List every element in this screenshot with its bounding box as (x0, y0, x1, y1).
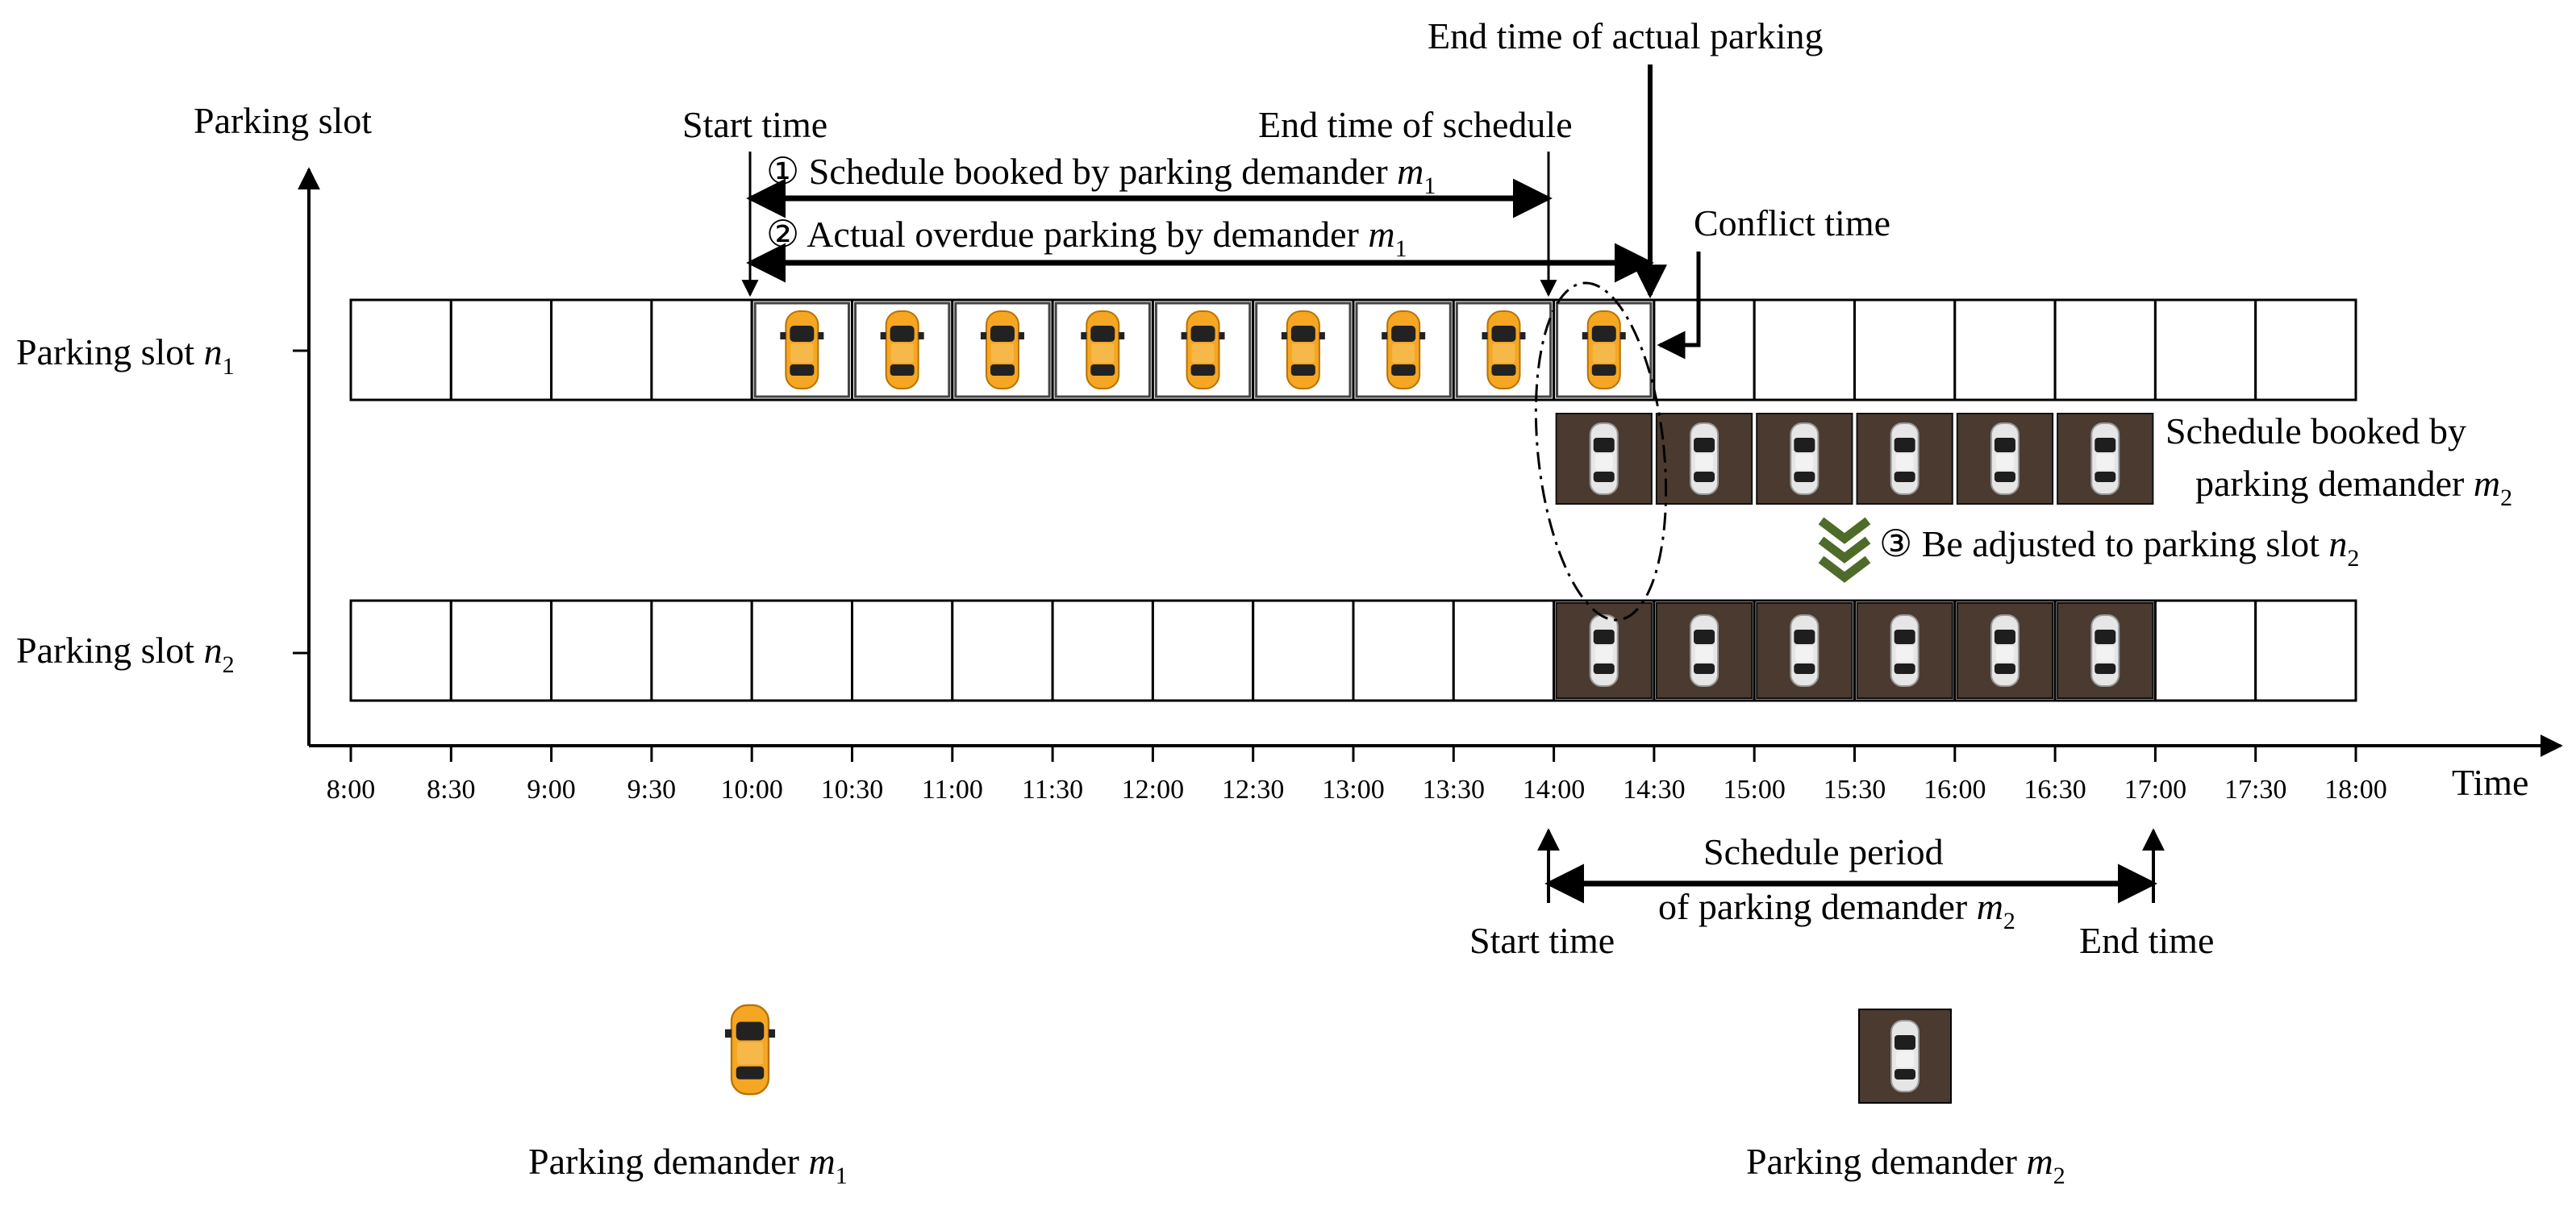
slot-n2-cell (2254, 599, 2357, 702)
time-tick-label: 15:30 (1824, 775, 1886, 805)
slot-n2-cell (349, 599, 452, 702)
white-car-icon (2090, 614, 2120, 687)
yellow-car-icon (1080, 310, 1126, 389)
yellow-car-icon (1180, 310, 1226, 389)
time-tick-label: 17:00 (2124, 775, 2186, 805)
booked-m2-cars (1555, 413, 2154, 505)
time-tick-label: 9:00 (527, 775, 575, 805)
slot-n1-cell (1753, 298, 1856, 401)
end-time-schedule-label: End time of schedule (1258, 104, 1573, 145)
legend-white-car-icon (1890, 1020, 1919, 1092)
slot-n1-cell (2053, 298, 2157, 401)
time-tick-label: 9:30 (627, 775, 676, 805)
arrow2-label: ② Actual overdue parking by demander m1 (766, 214, 1407, 262)
conflict-arrow (1657, 252, 1701, 360)
arrow1-label: ① Schedule booked by parking demander m1 (766, 151, 1436, 199)
time-tick-label: 8:30 (427, 775, 475, 805)
slot-n2-dark-cars (1555, 602, 2154, 699)
time-tick-label: 11:30 (1022, 775, 1083, 805)
slot-n1-cell (650, 298, 753, 401)
white-car-icon (1890, 422, 1919, 495)
yellow-car-icon (979, 310, 1025, 389)
time-tick-label: 14:30 (1623, 775, 1685, 805)
time-tick-label: 14:00 (1523, 775, 1585, 805)
time-tick-labels: 8:00 8:30 9:00 9:30 10:00 10:30 11:00 11:30 12:0… (327, 746, 2387, 805)
time-tick-label: 10:00 (720, 775, 782, 805)
white-car-icon (2090, 422, 2120, 495)
conflict-ellipse (1534, 281, 1668, 622)
slot-n2-cell (650, 599, 753, 702)
slot-n1-cell (2153, 298, 2257, 401)
slot-n1-cell (1653, 298, 1756, 401)
time-tick-label: 16:30 (2024, 775, 2086, 805)
white-car-icon (1790, 422, 1819, 495)
white-car-icon (1790, 614, 1819, 687)
slot-n2-cell (750, 599, 854, 702)
booked-m2-label-line2: parking demander m2 (2195, 463, 2512, 511)
yellow-car-icon (1581, 310, 1627, 389)
end-time-actual-label: End time of actual parking (1428, 15, 1824, 56)
time-tick-label: 12:00 (1122, 775, 1184, 805)
slot-n2-cell (449, 599, 553, 702)
slot-n2-grid (349, 599, 2357, 702)
slot-n1-cell (349, 298, 452, 401)
adjust-chevron-icon (1818, 517, 1871, 583)
time-tick-label: 8:00 (327, 775, 375, 805)
slot-n2-cell (1151, 599, 1255, 702)
x-axis-label: Time (2452, 762, 2528, 803)
slot-n2-cell (851, 599, 954, 702)
slot-n2-cell (2153, 599, 2257, 702)
slot-n2-cell (1051, 599, 1154, 702)
time-tick-label: 18:00 (2324, 775, 2386, 805)
start-time-label-bottom: Start time (1469, 920, 1615, 961)
time-tick-label: 15:00 (1723, 775, 1785, 805)
adjust-label: ③ Be adjusted to parking slot n2 (1879, 523, 2359, 572)
white-car-icon (1589, 422, 1619, 495)
time-tick-label: 10:30 (821, 775, 883, 805)
slot-n1-grid (349, 298, 2357, 401)
white-car-icon (1690, 422, 1719, 495)
y-axis-label: Parking slot (194, 100, 372, 141)
booked-m2-label-line1: Schedule booked by (2165, 410, 2466, 451)
schedule-period-line1: Schedule period (1703, 831, 1944, 872)
slot-n2-cell (550, 599, 653, 702)
legend-m1-label: Parking demander m1 (528, 1141, 848, 1189)
slot-n2-cell (1452, 599, 1556, 702)
row-label-n2: Parking slot n2 (16, 630, 235, 678)
time-tick-label: 13:30 (1423, 775, 1485, 805)
yellow-car-icon (779, 310, 825, 389)
schedule-period-line2: of parking demander m2 (1658, 886, 2015, 934)
conflict-time-label: Conflict time (1694, 202, 1890, 243)
time-tick-label: 13:00 (1322, 775, 1384, 805)
slot-n2-cell (951, 599, 1054, 702)
slot-n1-cell (1853, 298, 1957, 401)
time-tick-label: 12:30 (1222, 775, 1284, 805)
slot-n1-cell (1953, 298, 2057, 401)
yellow-car-icon (879, 310, 925, 389)
white-car-icon (1990, 614, 2020, 687)
slot-n1-cell (2254, 298, 2357, 401)
time-tick-label: 11:00 (922, 775, 983, 805)
legend-m2-label: Parking demander m2 (1746, 1141, 2065, 1189)
time-tick-label: 16:00 (1924, 775, 1986, 805)
white-car-icon (1690, 614, 1719, 687)
white-car-icon (1990, 422, 2020, 495)
yellow-car-icon (1481, 310, 1527, 389)
yellow-car-icon (1280, 310, 1326, 389)
start-time-label-top: Start time (682, 104, 827, 145)
slot-n1-cell (550, 298, 653, 401)
legend-yellow-car-icon (723, 1004, 777, 1096)
row-label-n1: Parking slot n1 (16, 331, 235, 380)
slot-n1-yellow-cars (753, 302, 1653, 398)
time-tick-label: 17:30 (2224, 775, 2286, 805)
end-time-label-bottom: End time (2079, 920, 2214, 961)
slot-n1-cell (449, 298, 553, 401)
slot-n2-cell (1252, 599, 1355, 702)
white-car-icon (1890, 614, 1919, 687)
white-car-icon (1589, 614, 1619, 687)
slot-n2-cell (1352, 599, 1455, 702)
yellow-car-icon (1381, 310, 1427, 389)
